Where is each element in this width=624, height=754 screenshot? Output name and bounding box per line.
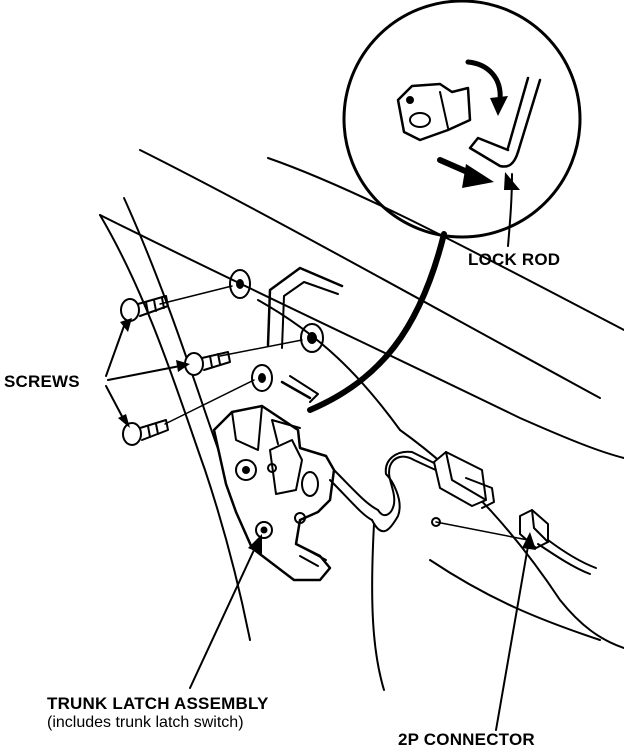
- trunk-body-outline: [100, 150, 624, 648]
- wiring-harness: [330, 452, 440, 690]
- latch-assembly-label: TRUNK LATCH ASSEMBLY: [47, 694, 269, 713]
- screws: [121, 296, 230, 445]
- connector-leader: [436, 522, 536, 730]
- screws-label: SCREWS: [4, 372, 80, 391]
- screw-holes: [230, 270, 323, 391]
- connector-label: 2P CONNECTOR: [398, 730, 535, 749]
- screws-arrows: [106, 318, 190, 428]
- screw-guides: [160, 286, 302, 424]
- detail-leader: [310, 234, 444, 410]
- lock-rod-bracket: [268, 268, 342, 402]
- latch-assembly-note: (includes trunk latch switch): [47, 714, 244, 731]
- connector-female: [432, 452, 494, 526]
- latch-leader: [190, 534, 262, 688]
- screw-bottom: [123, 420, 168, 445]
- lock-rod-label: LOCK ROD: [468, 250, 561, 269]
- detail-magnifier: [344, 1, 580, 246]
- screw-top: [121, 296, 168, 321]
- trunk-latch-assembly: [214, 406, 334, 580]
